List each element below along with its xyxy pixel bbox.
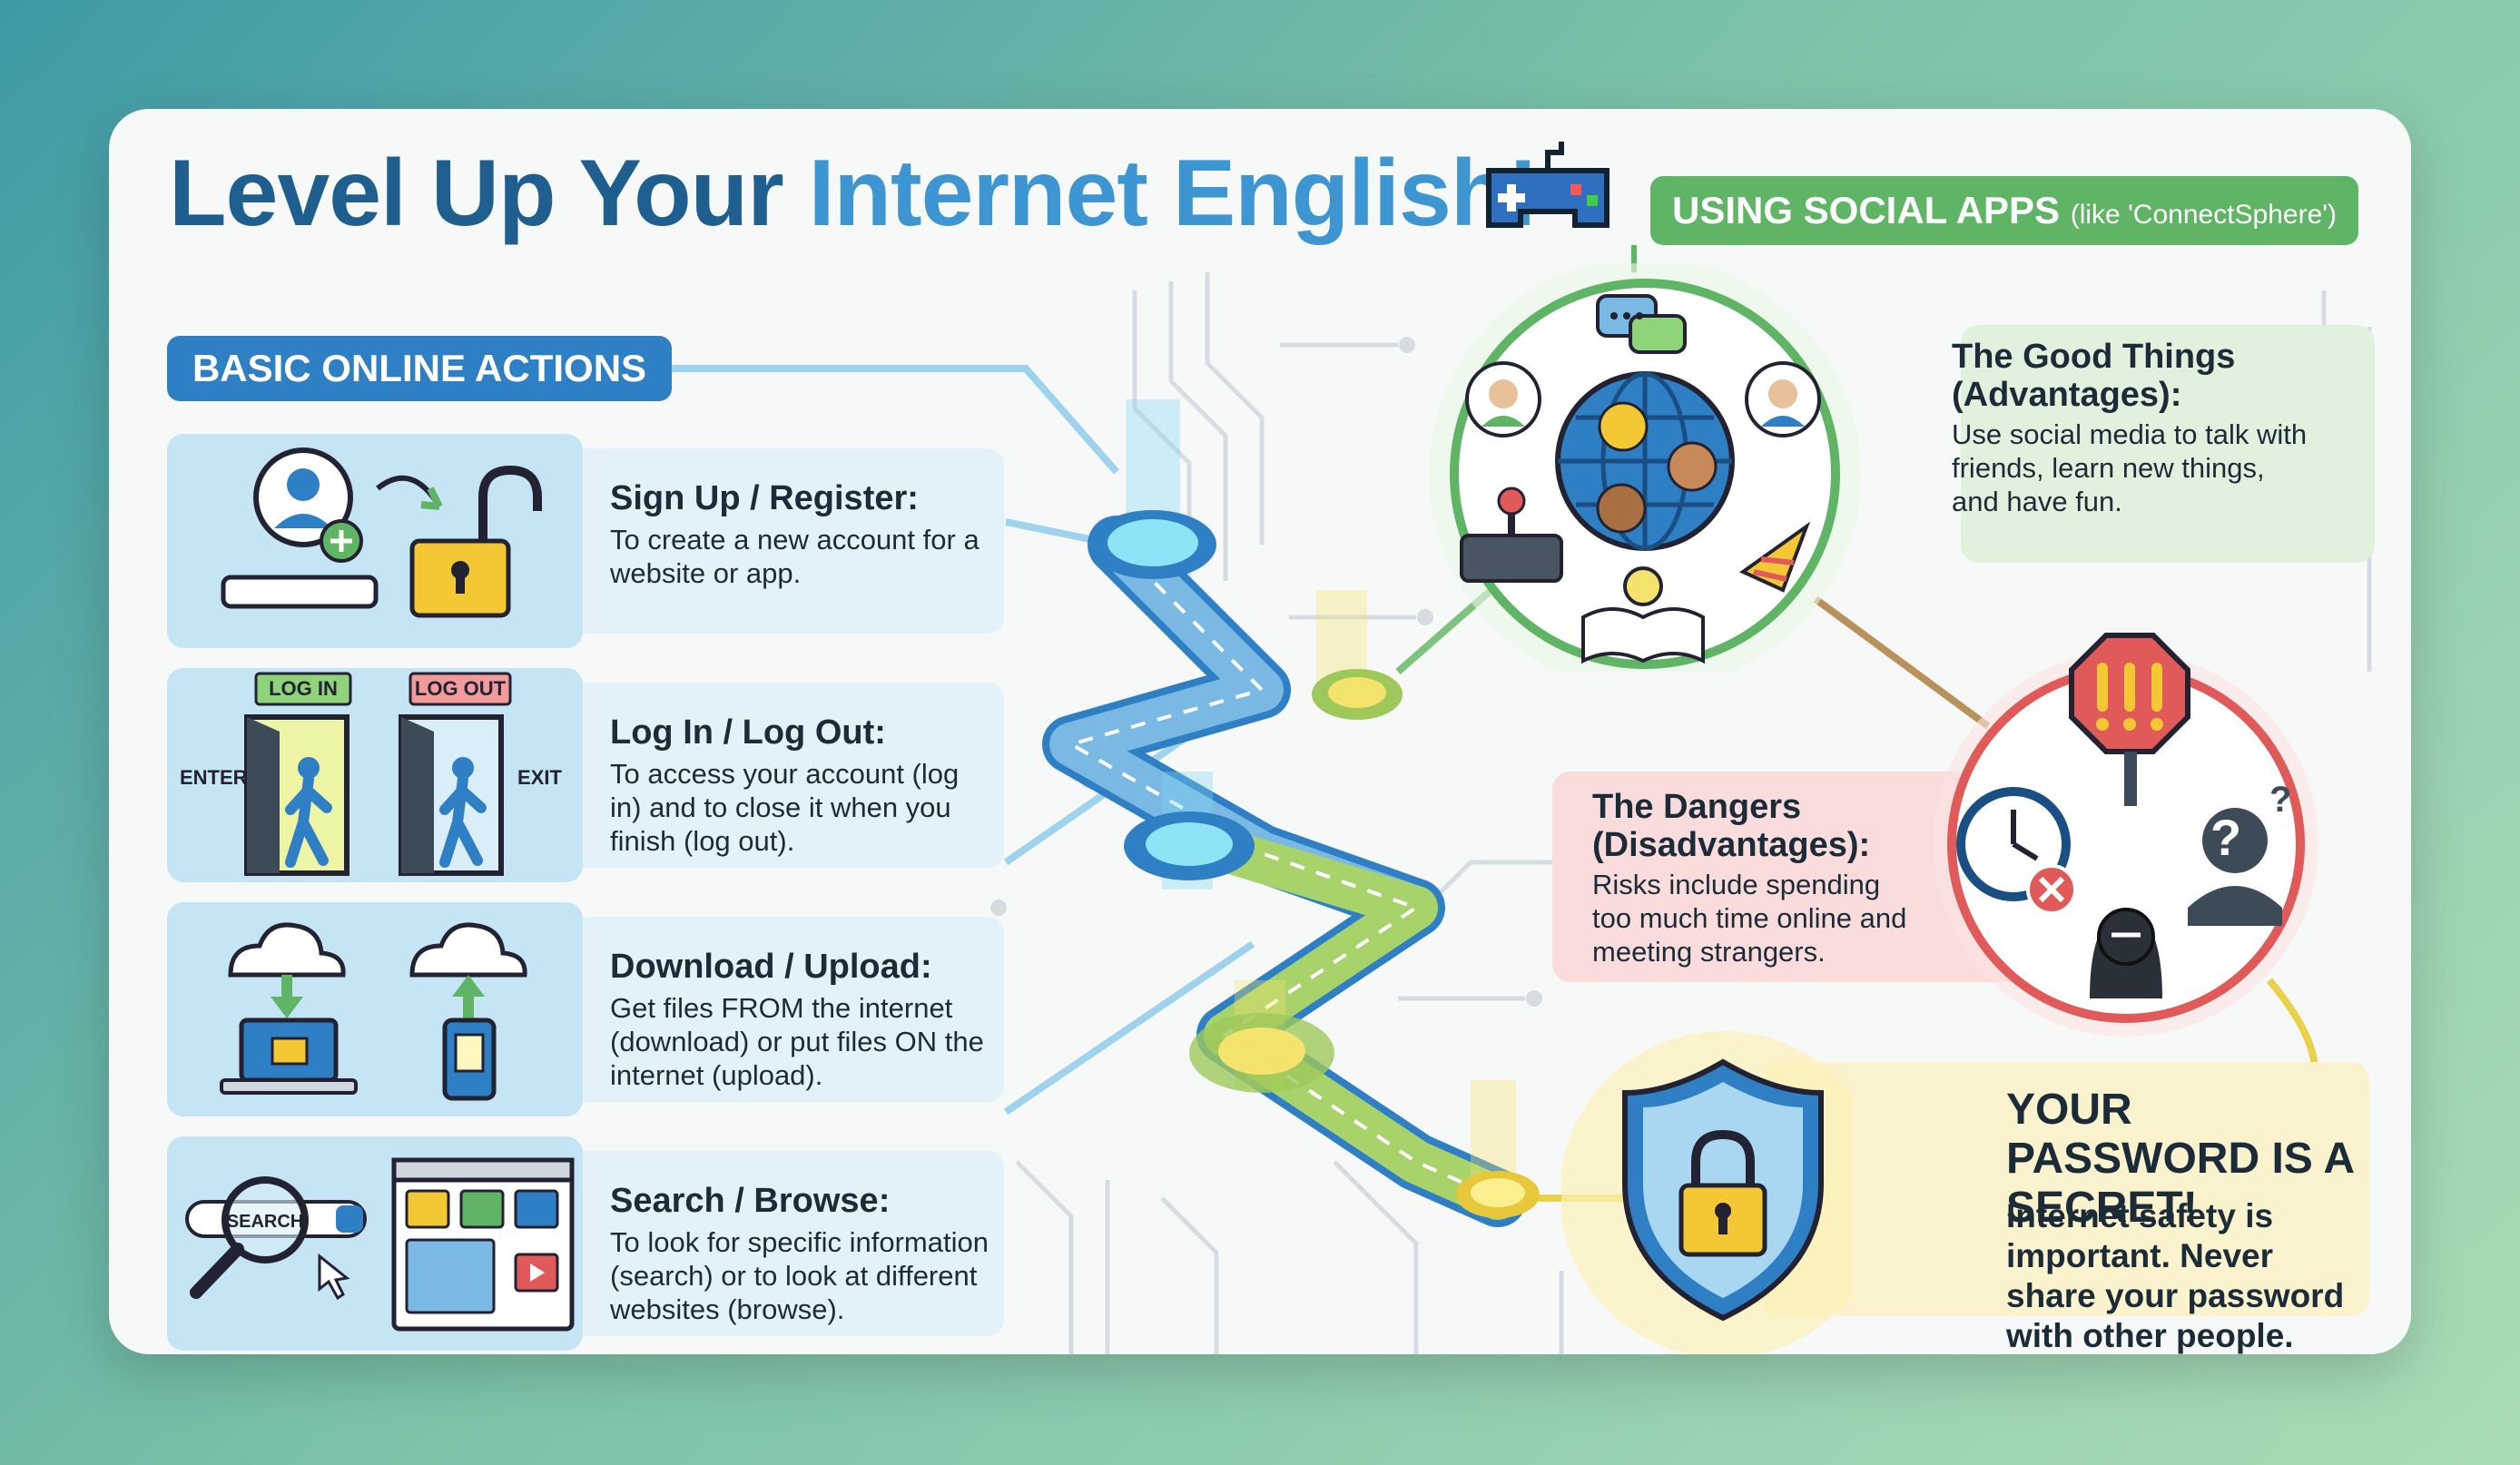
party-hat-icon bbox=[1739, 521, 1811, 593]
dangers-desc: Risks include spending too much time onl… bbox=[1592, 869, 1907, 968]
search-browse-text-box bbox=[583, 1151, 1004, 1336]
download-upload-title: Download / Upload: bbox=[610, 948, 932, 986]
avatar-woman-icon bbox=[1465, 361, 1541, 438]
svg-text:?: ? bbox=[2210, 809, 2241, 866]
dangers-title: The Dangers (Disadvantages): bbox=[1592, 788, 1871, 864]
cloud-upload-icon bbox=[409, 922, 527, 1101]
search-browse-desc: To look for specific information (search… bbox=[610, 1226, 989, 1325]
enter-label: ENTER bbox=[180, 766, 248, 789]
action-search-browse: SEARCH Search / Browse: To look for spec… bbox=[167, 1136, 1009, 1351]
chat-bubbles-icon bbox=[1596, 294, 1687, 354]
add-user-lock-icon bbox=[221, 447, 542, 618]
good-things-desc: Use social media to talk with friends, l… bbox=[1952, 418, 2308, 517]
avatar-man-icon bbox=[1745, 361, 1821, 438]
password-title: YOUR PASSWORD IS A SECRET! bbox=[2006, 1086, 2354, 1232]
social-apps-label-sub: (like 'ConnectSphere') bbox=[2070, 200, 2337, 230]
cloud-download-icon bbox=[220, 922, 358, 1095]
log-in-out-illustration: LOG IN LOG OUT ENTER EXIT bbox=[167, 668, 583, 882]
action-download-upload: Download / Upload: Get files FROM the in… bbox=[167, 902, 1009, 1116]
action-log-in-out: LOG IN LOG OUT ENTER EXIT Log In / Log O… bbox=[167, 668, 1009, 882]
stranger-icon: ? ? bbox=[2188, 780, 2291, 926]
search-magnifier-icon: SEARCH bbox=[185, 1176, 367, 1301]
sign-up-text-box bbox=[583, 448, 1004, 634]
download-upload-desc: Get files FROM the internet (download) o… bbox=[610, 992, 984, 1091]
page-title: Level Up Your Internet English! bbox=[169, 140, 1539, 248]
clock-icon bbox=[1956, 787, 2077, 915]
circuit-decoration bbox=[608, 245, 2372, 1354]
gamepad-icon bbox=[1486, 142, 1609, 228]
hacker-icon bbox=[2090, 908, 2162, 998]
search-browse-illustration: SEARCH bbox=[167, 1136, 583, 1351]
basic-actions-label: BASIC ONLINE ACTIONS bbox=[167, 336, 672, 401]
infographic-card: Level Up Your Internet English! bbox=[109, 109, 2411, 1354]
sign-up-title: Sign Up / Register: bbox=[610, 479, 919, 517]
action-sign-up: Sign Up / Register: To create a new acco… bbox=[167, 434, 1009, 648]
good-things-box bbox=[1961, 325, 2375, 563]
download-upload-text-box bbox=[583, 917, 1004, 1102]
exit-label: EXIT bbox=[517, 766, 562, 789]
title-part-1: Level Up Your bbox=[169, 141, 809, 246]
password-desc: Internet safety is important. Never shar… bbox=[2006, 1197, 2345, 1354]
sign-up-desc: To create a new account for a website or… bbox=[610, 524, 979, 589]
svg-text:?: ? bbox=[2269, 780, 2291, 820]
log-in-out-text-box bbox=[583, 683, 1004, 868]
log-in-out-title: Log In / Log Out: bbox=[610, 713, 886, 752]
shield-lock-icon bbox=[1561, 1031, 1852, 1354]
password-box bbox=[1761, 1062, 2369, 1316]
good-things-title: The Good Things (Advantages): bbox=[1952, 338, 2236, 414]
stop-sign-icon bbox=[2069, 633, 2190, 806]
road-node bbox=[1089, 399, 1216, 579]
sign-up-illustration bbox=[167, 434, 583, 648]
globe-people-icon bbox=[1555, 371, 1735, 551]
social-circle bbox=[1429, 263, 1861, 672]
social-apps-label: USING SOCIAL APPS (like 'ConnectSphere') bbox=[1650, 176, 2358, 245]
log-out-sign: LOG OUT bbox=[415, 677, 507, 700]
social-apps-label-main: USING SOCIAL APPS bbox=[1671, 189, 2061, 231]
download-upload-illustration bbox=[167, 902, 583, 1116]
dangers-circle: ? ? bbox=[1934, 633, 2318, 1037]
log-in-out-desc: To access your account (log in) and to c… bbox=[610, 758, 960, 857]
joystick-icon bbox=[1460, 487, 1563, 583]
title-part-2: Internet English! bbox=[808, 141, 1539, 246]
log-in-sign: LOG IN bbox=[269, 677, 338, 700]
book-lightbulb-icon bbox=[1581, 566, 1705, 664]
browser-window-icon bbox=[391, 1157, 575, 1332]
search-bar-text: SEARCH bbox=[227, 1212, 303, 1232]
search-browse-title: Search / Browse: bbox=[610, 1182, 891, 1220]
